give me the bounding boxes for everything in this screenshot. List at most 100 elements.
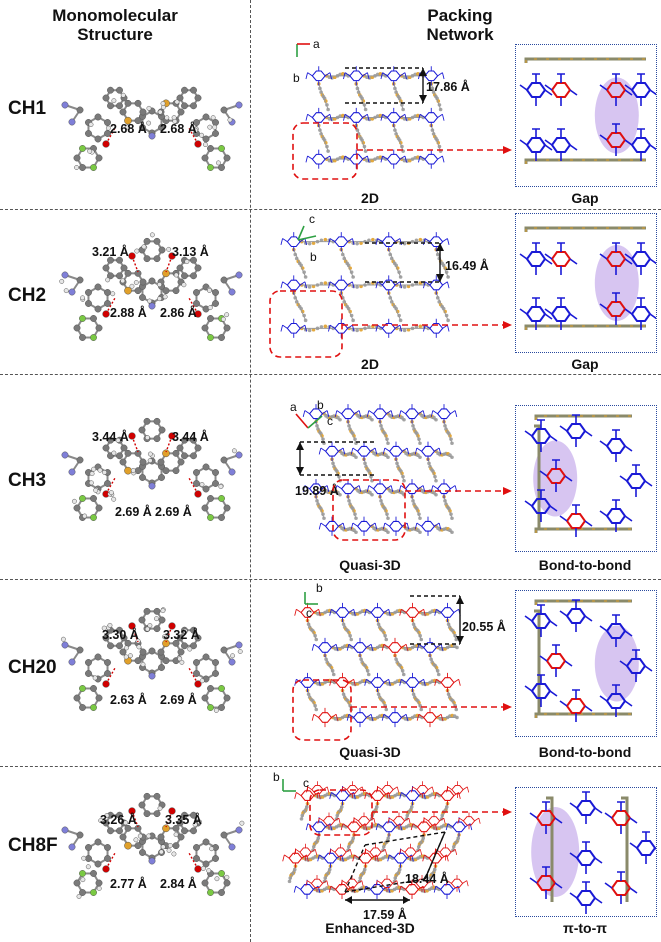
atom-h (177, 656, 183, 662)
lattice-distance: 18.44 Å (405, 872, 449, 886)
atom-s (124, 286, 132, 295)
atom-h (160, 101, 166, 106)
atom-s (162, 269, 170, 278)
atom-c (85, 844, 92, 851)
row-divider (0, 209, 661, 210)
atom-c (139, 849, 146, 856)
atom-c (120, 264, 128, 272)
atom-c (107, 436, 114, 444)
network-dimension: Quasi-3D (339, 744, 401, 760)
atom-h (231, 448, 237, 454)
atom-c (194, 634, 202, 642)
atom-c (193, 289, 200, 296)
atom-c (220, 456, 228, 464)
atom-h (214, 876, 220, 882)
atom-h (202, 142, 208, 148)
atom-c (202, 838, 210, 846)
atom-h (212, 124, 218, 130)
atom-h (144, 435, 150, 441)
atom-c (177, 833, 185, 841)
atom-f (218, 145, 225, 152)
atom-h (210, 115, 216, 121)
bond-distance: 2.88 Å (110, 306, 147, 320)
contact-type: π-to-π (563, 920, 607, 936)
bond-distance: 3.32 Å (163, 628, 200, 642)
atom-f (207, 334, 214, 341)
atom-c (134, 842, 142, 850)
highlight-box (309, 789, 373, 836)
atom-h (160, 844, 166, 850)
atom-c (143, 255, 151, 263)
atom-h (146, 105, 152, 111)
row-label-ch20: CH20 (8, 657, 57, 678)
atom-c (190, 86, 197, 94)
atom-c (201, 504, 209, 512)
atom-c (218, 704, 225, 711)
lattice-distance: 17.59 Å (363, 908, 407, 922)
atom-c (143, 810, 151, 818)
atom-c (190, 827, 197, 835)
atom-c (139, 124, 146, 131)
atom-c (95, 154, 103, 162)
atom-h (197, 819, 203, 825)
atom-c (212, 659, 219, 666)
atom-h (173, 272, 179, 278)
atom-h (164, 115, 170, 121)
atom-h (158, 849, 164, 855)
atom-c (193, 119, 200, 126)
atom-c (202, 113, 210, 121)
atom-c (201, 694, 209, 702)
atom-f (207, 514, 214, 521)
contact-type: Gap (571, 356, 599, 372)
axis-label: c (327, 414, 333, 428)
atom-f (90, 334, 97, 341)
atom-h (184, 259, 190, 265)
atom-c (76, 646, 84, 654)
atom-c (172, 639, 180, 647)
atom-c (119, 833, 127, 841)
atom-c (107, 827, 114, 835)
atom-h (81, 855, 87, 861)
atom-c (212, 289, 219, 296)
atom-c (190, 436, 197, 444)
atom-c (202, 860, 210, 868)
atom-c (153, 625, 161, 633)
atom-s (124, 841, 132, 850)
atom-h (87, 148, 93, 154)
bond-distance: 3.44 Å (172, 430, 209, 444)
atom-c (94, 283, 102, 291)
atom-c (79, 704, 86, 711)
atom-h (88, 122, 94, 128)
atom-h (187, 646, 193, 652)
atom-h (157, 282, 162, 288)
atom-c (76, 276, 84, 284)
atom-c (148, 647, 156, 655)
atom-c (139, 278, 147, 286)
atom-h (149, 232, 155, 238)
atom-f (79, 870, 86, 877)
atom-h (167, 842, 173, 848)
atom-c (104, 844, 111, 851)
atom-c (172, 467, 180, 475)
atom-c (157, 833, 165, 841)
row-divider (0, 374, 661, 375)
atom-c (176, 444, 184, 452)
bond-distance: 2.63 Å (110, 693, 147, 707)
atom-c (116, 102, 123, 110)
atom-c (202, 485, 210, 493)
contact-highlight (533, 440, 578, 517)
axis-label: b (293, 71, 300, 85)
atom-c (94, 838, 102, 846)
atom-c (104, 119, 111, 126)
bond-distance: 3.30 Å (102, 628, 139, 642)
bond-distance: 3.44 Å (92, 430, 129, 444)
atom-h (137, 833, 143, 839)
atom-h (193, 127, 199, 133)
atom-c (104, 659, 111, 666)
atom-f (79, 685, 86, 692)
atom-c (76, 456, 84, 464)
molecule-ch2 (59, 232, 243, 341)
atom-c (193, 855, 200, 862)
atom-c (94, 113, 102, 121)
atom-h (63, 288, 69, 294)
